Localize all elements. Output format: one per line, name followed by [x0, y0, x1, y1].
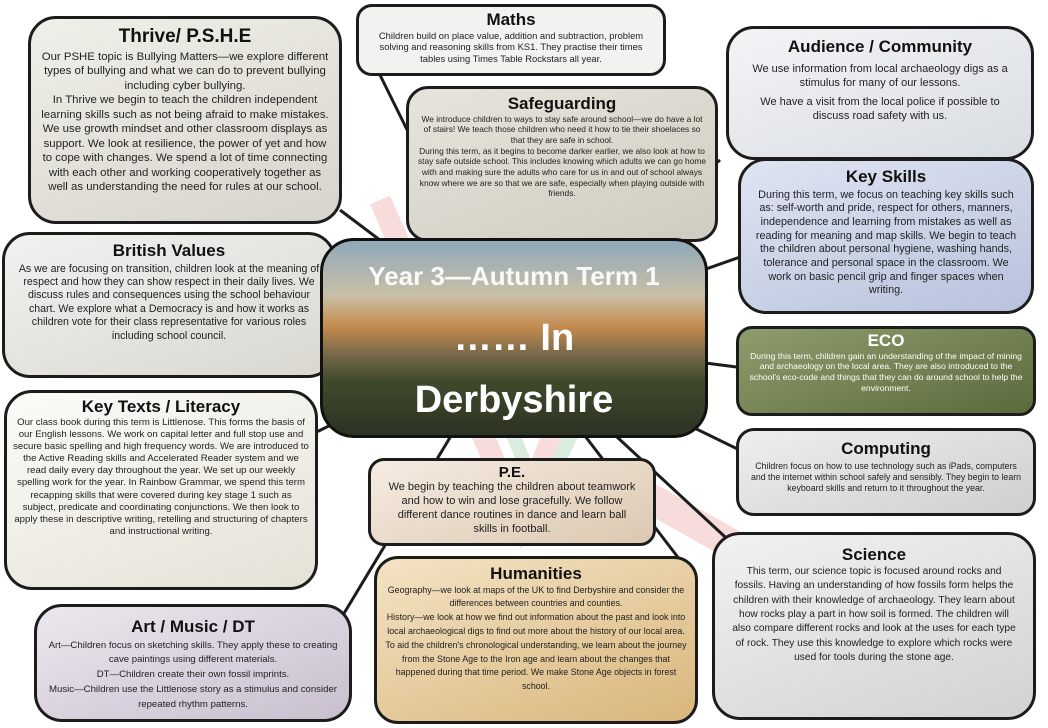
- pe-title: P.E.: [498, 464, 526, 481]
- art-music-dt-title: Art / Music / DT: [131, 617, 255, 636]
- safeguarding-text: We introduce children to ways to stay sa…: [417, 113, 706, 199]
- audience-community-text2: We have a visit from the local police if…: [760, 96, 1000, 123]
- maths-card: Maths Children build on place value, add…: [356, 4, 666, 76]
- science-title: Science: [841, 545, 907, 564]
- computing-title: Computing: [841, 439, 931, 458]
- key-skills-card: Key Skills During this term, we focus on…: [738, 158, 1034, 314]
- computing-text: Children focus on how to use technology …: [750, 460, 1022, 493]
- safeguarding-card: Safeguarding We introduce children to wa…: [406, 86, 718, 242]
- key-texts-literacy-card: Key Texts / Literacy Our class book duri…: [4, 390, 318, 590]
- art-music-dt-card: Art / Music / DT Art—Children focus on s…: [34, 604, 352, 722]
- british-values-title: British Values: [112, 241, 226, 260]
- science-card: Science This term, our science topic is …: [712, 532, 1036, 720]
- humanities-title: Humanities: [490, 564, 582, 583]
- humanities-text: Geography—we look at maps of the UK to f…: [385, 584, 687, 692]
- central-title-in: …… In: [453, 317, 575, 359]
- art-music-dt-text: Art—Children focus on sketching skills. …: [48, 639, 338, 710]
- audience-community-title: Audience / Community: [787, 37, 973, 56]
- pe-card: P.E. We begin by teaching the children a…: [368, 458, 656, 546]
- key-texts-literacy-text: Our class book during this term is Littl…: [13, 416, 309, 538]
- thrive-pshe-card: Thrive/ P.S.H.E Our PSHE topic is Bullyi…: [28, 16, 342, 224]
- eco-title: ECO: [867, 331, 905, 350]
- central-title-year: Year 3—Autumn Term 1: [368, 261, 660, 291]
- audience-community-text1: We use information from local archaeolog…: [752, 62, 1008, 89]
- central-title-place: Derbyshire: [414, 379, 614, 421]
- key-texts-literacy-title: Key Texts / Literacy: [81, 397, 241, 416]
- key-skills-text: During this term, we focus on teaching k…: [755, 188, 1017, 297]
- maths-text: Children build on place value, addition …: [378, 29, 644, 65]
- key-skills-title: Key Skills: [845, 167, 927, 186]
- audience-community-card: Audience / Community We use information …: [726, 26, 1034, 160]
- pe-text: We begin by teaching the children about …: [388, 481, 636, 536]
- eco-text: During this term, children gain an under…: [749, 350, 1023, 394]
- eco-card: ECO During this term, children gain an u…: [736, 326, 1036, 416]
- thrive-pshe-text: Our PSHE topic is Bullying Matters—we ex…: [41, 50, 329, 194]
- humanities-card: Humanities Geography—we look at maps of …: [374, 556, 698, 724]
- computing-card: Computing Children focus on how to use t…: [736, 428, 1036, 516]
- thrive-pshe-title: Thrive/ P.S.H.E: [118, 26, 252, 47]
- central-title-card: Year 3—Autumn Term 1 …… In Derbyshire: [320, 238, 708, 438]
- safeguarding-title: Safeguarding: [507, 94, 617, 113]
- science-text: This term, our science topic is focused …: [732, 565, 1016, 664]
- maths-title: Maths: [486, 10, 536, 29]
- british-values-text: As we are focusing on transition, childr…: [18, 262, 320, 342]
- british-values-card: British Values As we are focusing on tra…: [2, 232, 336, 378]
